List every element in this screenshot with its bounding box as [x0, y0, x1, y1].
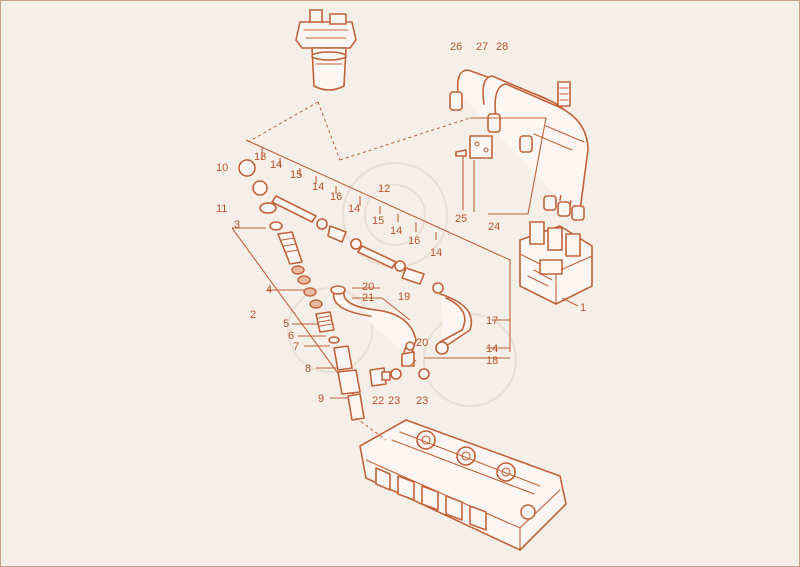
cylinder-head-illustration [355, 417, 567, 551]
callout-18: 18 [486, 355, 498, 367]
callout-28: 28 [496, 41, 508, 53]
callout-17: 17 [486, 315, 498, 327]
bolt-washers-illustration [369, 367, 430, 387]
fuel-path-dashed [247, 101, 471, 161]
callout-27: 27 [476, 41, 488, 53]
pipe-clamp-illustration [455, 135, 493, 212]
callout-8: 8 [305, 363, 311, 375]
callout-12: 12 [378, 183, 390, 195]
callout-22: 22 [372, 395, 384, 407]
callout-14a: 14 [270, 159, 282, 171]
callout-25: 25 [455, 213, 467, 225]
callout-11: 11 [216, 203, 227, 215]
callout-9: 9 [318, 393, 324, 405]
callout-24: 24 [488, 221, 500, 233]
callout-10: 10 [216, 162, 228, 174]
callout-5: 5 [283, 318, 289, 330]
callout-15b: 15 [372, 215, 384, 227]
callout-13: 13 [254, 151, 266, 163]
injection-pump-illustration [519, 221, 593, 307]
callout-20b: 20 [416, 337, 428, 349]
callout-23b: 23 [416, 395, 428, 407]
callout-26: 26 [450, 41, 462, 53]
leak-off-pipe-illustration [271, 195, 444, 294]
callout-brackets [231, 117, 547, 399]
watermark [287, 162, 517, 407]
fuel-filter-illustration [295, 9, 357, 91]
return-hose-illustration [330, 285, 473, 367]
callout-19: 19 [398, 291, 410, 303]
injection-pipes-illustration [449, 69, 589, 221]
callout-23a: 23 [388, 395, 400, 407]
callout-14c: 14 [348, 203, 360, 215]
callout-15a: 15 [290, 169, 302, 181]
nozzle-holder-illustration [238, 159, 365, 421]
callout-4: 4 [266, 284, 272, 296]
callout-1: 1 [580, 302, 586, 314]
callout-16b: 16 [408, 235, 420, 247]
callout-6: 6 [288, 330, 294, 342]
callout-14b: 14 [312, 181, 324, 193]
callout-14d: 14 [390, 225, 402, 237]
callout-2: 2 [250, 309, 256, 321]
callout-7: 7 [293, 341, 299, 353]
callout-16a: 16 [330, 191, 342, 203]
callout-14e: 14 [430, 247, 442, 259]
callout-20a: 20 [362, 281, 374, 293]
callout-3: 3 [234, 219, 240, 231]
callout-labels: 1 2 3 4 5 6 7 8 9 10 11 12 13 14 14 14 1… [216, 41, 586, 407]
callout-14f: 14 [486, 343, 498, 355]
callout-21: 21 [362, 292, 374, 304]
